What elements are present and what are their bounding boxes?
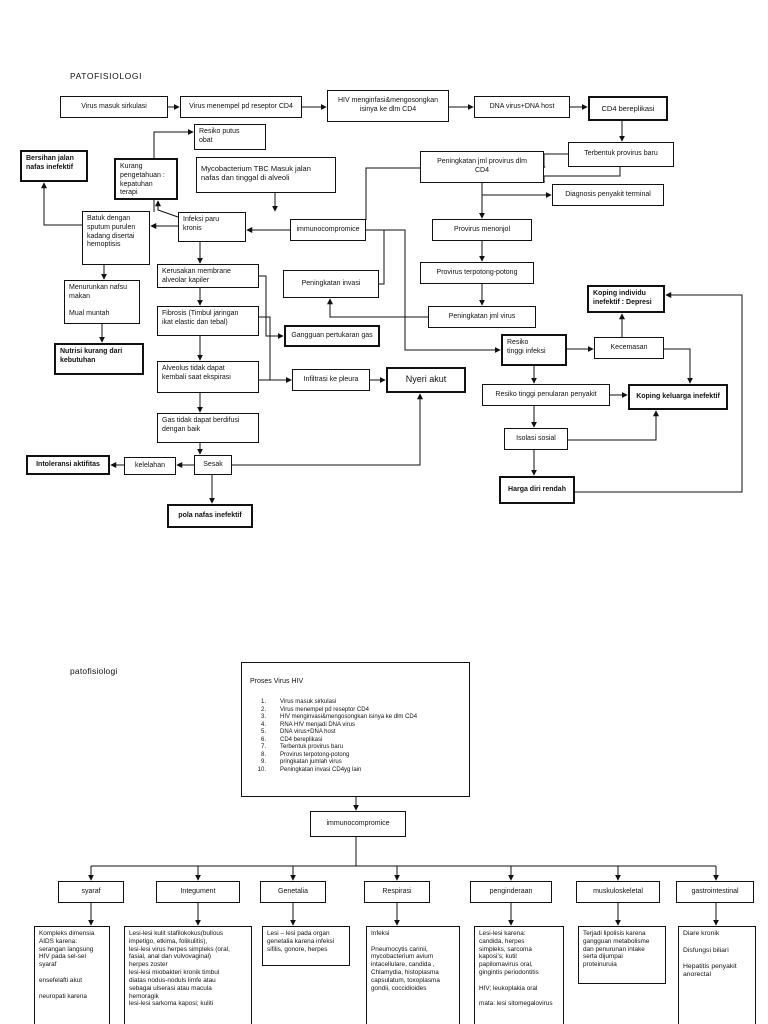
node-kerusakan-membrane: Kerusakan membrane alveolar kapiler [157, 264, 259, 288]
proses-list-item: 9.pringkatan jumlah virus [260, 759, 342, 766]
connector-arrow [365, 167, 420, 218]
node-peningkatan-invasi: Peningkatan invasi [283, 270, 379, 298]
node-sesak: Sesak [194, 455, 232, 475]
node-resiko-tinggi-infeksi: Resiko tinggi infeksi [501, 334, 567, 366]
connector-arrow [543, 153, 568, 168]
node-diagnosis: Diagnosis penyakit terminal [552, 184, 664, 206]
detail-genetalia: Lesi – lesi pada organ genetalia karena … [262, 926, 350, 966]
node-virus-menempel: Virus menempel pd reseptor CD4 [180, 96, 302, 118]
proses-list-item: 10.Peningkatan invasi CD4yg lain [257, 766, 362, 773]
detail-respirasi: Infeksi Pneumocytis carinii, mycobacteri… [366, 926, 460, 1024]
node-kurang-pengetahuan: Kurang pengetahuan : kepatuhan terapi [114, 158, 178, 200]
node-alveolus: Alveolus tidak dapat kembali saat ekspir… [157, 361, 259, 393]
detail-integument: Lesi-lesi kulit stafilokokus(bullous imp… [124, 926, 252, 1024]
category-muskuloskeletal: muskuloskeletal [576, 881, 660, 903]
node-intoleransi: Intoleransi aktifitas [26, 455, 110, 475]
category-integument: Integument [156, 881, 240, 903]
proses-list-item: 8.Provirus terpotong-potong [260, 751, 350, 758]
section2-heading: patofisiologi [70, 666, 118, 676]
detail-syaraf: Kompleks dimensia AIDS karena: serangan … [34, 926, 110, 1024]
node-resiko-putus-obat: Resiko putus obat [194, 124, 266, 150]
node-provirus-terpotong: Provirus terpotong-potong [420, 262, 534, 284]
proses-list-item: 3.HIV menginvasi&mengosongkan isinya ke … [260, 714, 418, 721]
node-infeksi-paru: Infeksi paru kronis [178, 212, 246, 242]
connector-arrow [41, 182, 82, 226]
connector-arrow [232, 393, 423, 466]
node-koping-keluarga: Koping keluarga inefektif [628, 384, 728, 410]
proses-title: Proses Virus HIV [250, 677, 304, 685]
proses-virus-box: Proses Virus HIV 1.Virus masuk sirkulasi… [241, 662, 470, 797]
category-syaraf: syaraf [58, 881, 124, 903]
node-immunocompromice-1: immunocompromice [290, 219, 366, 241]
node-peningkatan-provirus: Peningkatan jml provirus dlm CD4 [420, 151, 544, 183]
detail-penginderaan: Lesi-lesi karena: candida, herpes simple… [474, 926, 564, 1024]
proses-list-item: 2.Virus menempel pd reseptor CD4 [260, 706, 369, 713]
node-provirus-menonjol: Provirus menonjol [432, 219, 532, 241]
section1-heading: PATOFISIOLOGI [70, 71, 143, 81]
node-virus-masuk: Virus masuk sirkulasi [60, 96, 168, 118]
proses-list-item: 7.Terbentuk provirus baru [260, 744, 344, 751]
node-harga-diri: Harga diri rendah [499, 476, 575, 504]
node-koping-individu: Koping individu inefektif : Depresi [587, 285, 665, 313]
proses-list-item: 4.RNA HIV menjadi DNA virus [260, 721, 356, 728]
node-kecemasan: Kecemasan [594, 337, 664, 359]
connector-arrow [543, 167, 621, 183]
category-penginderaan: penginderaan [470, 881, 552, 903]
node-bersihan-jalan: Bersihan jalan nafas inefektif [20, 150, 88, 182]
node-immunocompromice-2: immunocompromice [310, 811, 406, 837]
node-kelelahan: kelelahan [124, 457, 176, 475]
node-hiv-menginfasi: HIV menginfasi&mengosongkan isinya ke dl… [327, 90, 449, 122]
proses-list-item: 1.Virus masuk sirkulasi [260, 699, 337, 706]
node-dna-virus: DNA virus+DNA host [474, 96, 570, 118]
connector-arrow [327, 298, 428, 318]
detail-muskuloskeletal: Terjadi lipolisis karena gangguan metabo… [578, 926, 666, 984]
node-gas-tidak: Gas tidak dapat berdifusi dengan baik [157, 413, 259, 443]
node-menurunkan-nafsu: Menurunkan nafsu makan Mual muntah [64, 280, 140, 324]
detail-gastrointestinal: Diare kronik Disfungsi biliari Hepatitis… [678, 926, 756, 1024]
category-genetalia: Genetalia [260, 881, 326, 903]
node-nutrisi: Nutrisi kurang dari kebutuhan [54, 343, 144, 375]
connector-arrow [379, 230, 385, 285]
node-batuk: Batuk dengan sputum purulen kadang diser… [82, 211, 150, 265]
connector-arrow [664, 348, 693, 384]
category-respirasi: Respirasi [364, 881, 430, 903]
node-terbentuk-provirus: Terbentuk provirus baru [568, 142, 674, 167]
proses-list-item: 6.CD4 bereplikasi [260, 736, 323, 743]
node-fibrosis: Fibrosis (Timbul jaringan ikat elastic d… [157, 306, 259, 336]
node-infiltrasi: Infiltrasi ke pleura [292, 369, 370, 391]
node-resiko-penularan: Resiko tinggi penularan penyakit [482, 384, 610, 406]
connector-arrow [155, 200, 179, 218]
connector-arrow [568, 410, 659, 441]
node-nyeri-akut: Nyeri akut [386, 367, 466, 393]
node-gangguan-pertukaran: Gangguan pertukaran gas [284, 325, 380, 347]
node-cd4-bereplikasi: CD4 bereplikasi [588, 96, 668, 121]
node-mycobacterium: Mycobacterium TBC Masuk jalan nafas dan … [196, 157, 336, 193]
node-peningkatan-virus: Peningkatan jml virus [428, 306, 536, 328]
node-isolasi-sosial: Isolasi sosial [504, 428, 568, 450]
node-pola-nafas: pola nafas inefektif [167, 504, 253, 528]
connector-arrow [259, 275, 284, 339]
category-gastrointestinal: gastrointestinal [676, 881, 754, 903]
proses-list-item: 5.DNA virus+DNA host [260, 729, 336, 736]
connector-arrow [366, 229, 501, 353]
